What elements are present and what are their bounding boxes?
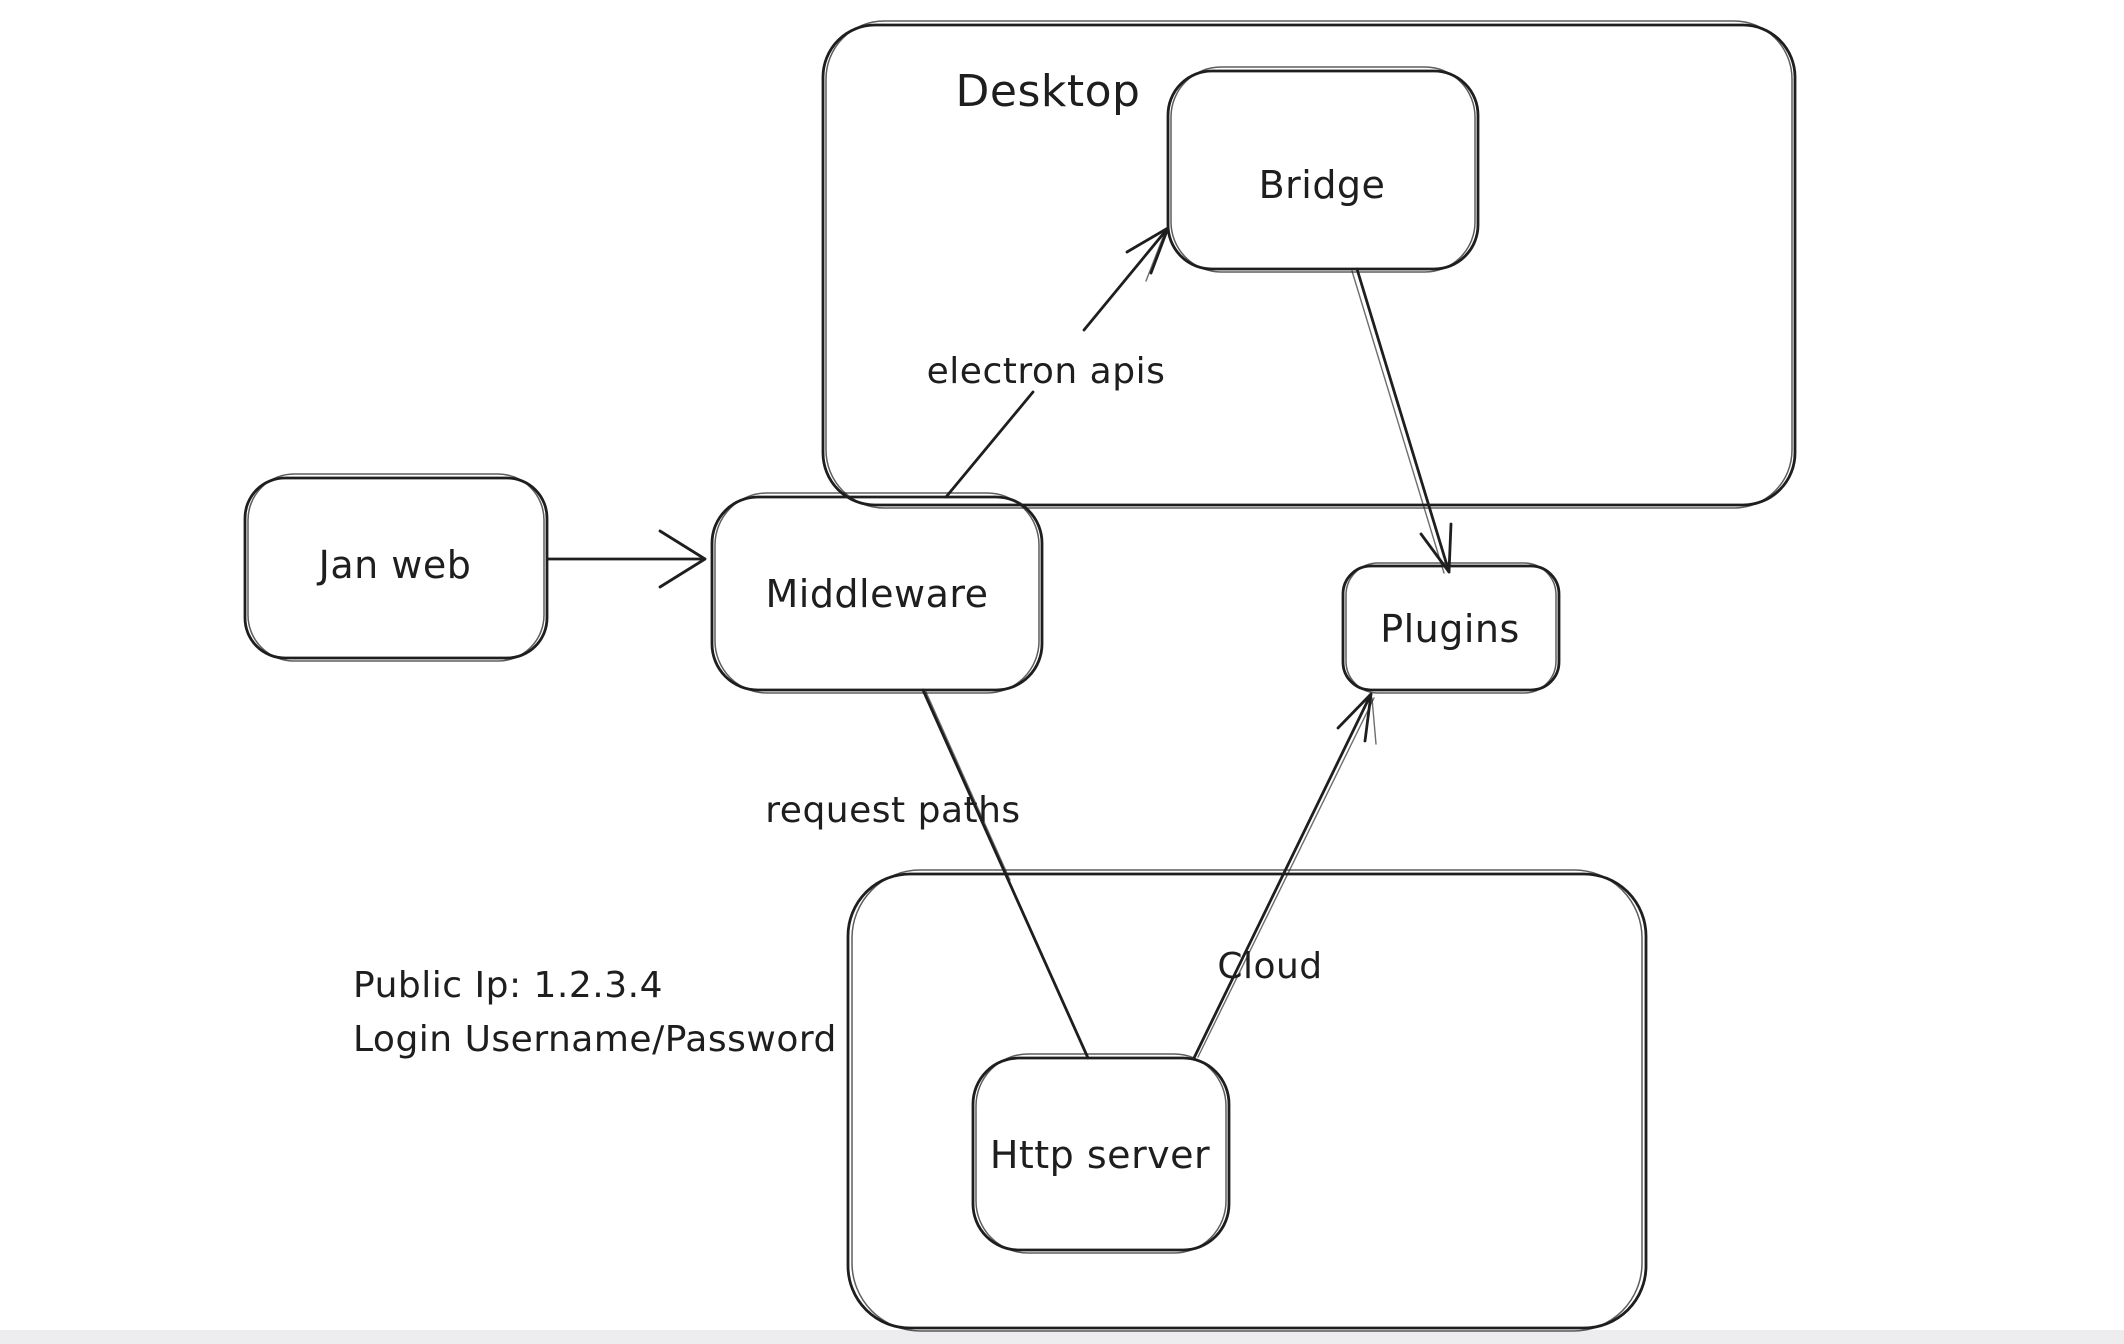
edge-bridge-to-plugins[interactable]	[1351, 267, 1453, 574]
edge-label-request-paths: request paths	[765, 790, 1020, 831]
desktop-container-label: Desktop	[956, 66, 1141, 117]
node-middleware-label: Middleware	[765, 572, 988, 616]
arrowhead-icon	[1419, 522, 1453, 574]
node-bridge-label: Bridge	[1259, 163, 1386, 207]
node-box[interactable]	[1166, 69, 1480, 271]
edge-label-electron-apis: electron apis	[927, 351, 1166, 392]
cloud-container-sketch	[851, 869, 1643, 1332]
edge-line[interactable]	[921, 688, 1090, 1060]
edge-middleware-to-bridge[interactable]: electron apis	[927, 226, 1170, 499]
edge-line[interactable]	[1192, 692, 1373, 1060]
node-bridge[interactable]: Bridge	[1166, 66, 1480, 273]
cloud-container[interactable]: Cloud	[846, 869, 1648, 1332]
edge-sketch	[1197, 697, 1375, 1058]
edge-line[interactable]	[944, 390, 1035, 499]
node-plugins-label: Plugins	[1380, 607, 1520, 651]
arrowhead-sketch	[1371, 697, 1377, 745]
arrowhead-icon	[1336, 692, 1373, 743]
node-sketch	[247, 473, 545, 662]
node-sketch	[1345, 562, 1557, 694]
node-middleware[interactable]: Middleware	[710, 492, 1044, 694]
edge-line[interactable]	[1082, 226, 1170, 332]
edge-middleware-to-http-server[interactable]: request paths	[765, 688, 1090, 1060]
cloud-container-label: Cloud	[1217, 946, 1322, 987]
annotation-public-ip: Public Ip: 1.2.3.4	[353, 965, 663, 1006]
annotation-login: Login Username/Password	[353, 1019, 837, 1060]
node-box[interactable]	[971, 1056, 1231, 1252]
edge-jan-web-to-middleware[interactable]	[546, 529, 707, 589]
node-sketch	[714, 492, 1040, 694]
edge-sketch	[925, 691, 1011, 881]
node-http-server-label: Http server	[990, 1133, 1210, 1177]
node-sketch	[1170, 66, 1476, 273]
arrowhead-sketch	[1145, 231, 1166, 282]
node-http-server[interactable]: Http server	[971, 1053, 1231, 1254]
node-sketch	[975, 1053, 1227, 1254]
arrowhead-icon	[658, 529, 707, 589]
node-plugins[interactable]: Plugins	[1341, 562, 1561, 694]
node-jan-web-label: Jan web	[317, 543, 472, 587]
node-jan-web[interactable]: Jan web	[243, 473, 549, 662]
cloud-container-box[interactable]	[846, 872, 1648, 1330]
edge-line[interactable]	[1355, 267, 1451, 574]
node-box[interactable]	[1341, 564, 1561, 692]
edge-http-server-to-plugins[interactable]	[1192, 692, 1377, 1060]
desktop-container-sketch	[825, 20, 1793, 509]
bottom-edge-strip	[0, 1330, 2124, 1344]
edge-sketch	[1351, 270, 1445, 574]
desktop-container-box[interactable]	[821, 23, 1797, 507]
node-box[interactable]	[710, 495, 1044, 692]
desktop-container[interactable]: Desktop	[821, 20, 1797, 509]
node-box[interactable]	[243, 476, 549, 660]
